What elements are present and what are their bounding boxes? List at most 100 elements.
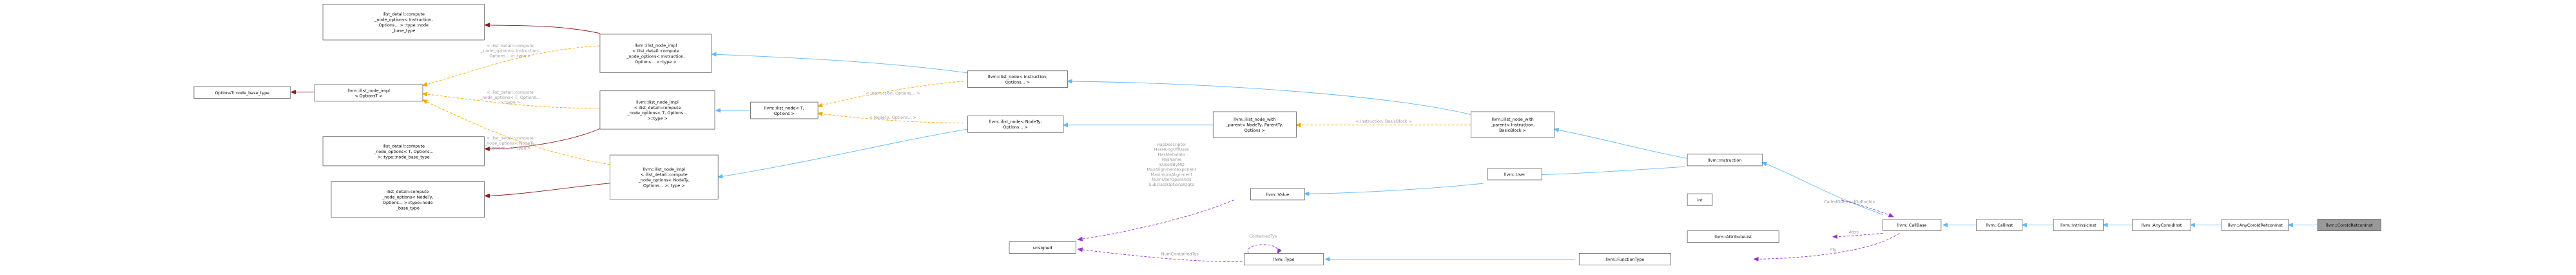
label-value-unsigned-line: MaximumAlignment — [1150, 172, 1192, 177]
node-compute-instr-node-base-label-line: Options... >::type::node — [378, 23, 429, 28]
label-node-nodety: < NodeTy, Options... > — [869, 115, 917, 120]
node-ilist-node-instr-label-line: Options... > — [1005, 79, 1030, 85]
nodes: OptionsT::node_base_type llvm::ilist_nod… — [193, 4, 2381, 265]
node-ilist-node-with-parent-instr-label-line: _parent< Instruction, — [1490, 123, 1535, 128]
node-ilist-node-instr[interactable]: llvm::ilist_node< Instruction,Options...… — [967, 70, 1068, 88]
edge-type-self — [1247, 244, 1278, 254]
node-ilist-node-with-parent-generic-label-line: llvm::ilist_node_with — [1234, 117, 1275, 122]
node-ilist-node-T[interactable]: llvm::ilist_node< T,Options > — [750, 101, 818, 119]
node-anycoroidinst-box — [2132, 219, 2191, 232]
label-instr-to-impl-line: _node_options< Instruction, — [480, 48, 539, 54]
label-unsigned-type-line: NumContainedTys — [1161, 252, 1199, 257]
node-ilist-node-impl-optionsT-label-line: < OptionsT > — [354, 94, 383, 99]
node-value[interactable]: llvm::Value — [1250, 188, 1305, 201]
node-intrinsicinst-box — [2053, 219, 2104, 232]
node-ilist-node-instr-label-line: llvm::ilist_node< Instruction, — [988, 74, 1047, 79]
node-instruction-box — [1687, 154, 1763, 167]
edge-int-to-callbase — [1841, 199, 1893, 217]
node-anycoroidinst-label-line: llvm::AnyCoroIdInst — [2141, 223, 2182, 228]
node-user-label-line: llvm::User — [1504, 172, 1525, 177]
edge-callbase-to-instruction — [1762, 163, 1883, 215]
node-intrinsicinst[interactable]: llvm::IntrinsicInst — [2053, 219, 2104, 232]
node-compute-T-node-base[interactable]: ilist_detail::compute_node_options< T, O… — [322, 136, 485, 167]
node-intrinsicinst-label-line: llvm::IntrinsicInst — [2060, 223, 2097, 228]
label-ftype-callbase: FTy — [1830, 247, 1837, 252]
node-functiontype-label-line: llvm::FunctionType — [1605, 257, 1644, 262]
node-type-box — [1244, 253, 1324, 265]
node-type[interactable]: llvm::Type — [1244, 253, 1324, 265]
node-callbase-box — [1883, 219, 1942, 232]
node-optionsT-node-base-type-box — [193, 86, 291, 99]
node-compute-T-node-base-box — [322, 136, 485, 167]
node-ilist-node-with-parent-instr-label-line: llvm::ilist_node_with — [1491, 117, 1533, 122]
node-ilist-node-nodety-label-line: Options... > — [1003, 125, 1028, 130]
node-coroidretconinst[interactable]: llvm::CoroIdRetconInst — [2317, 219, 2381, 232]
node-instruction[interactable]: llvm::Instruction — [1687, 154, 1763, 167]
node-int[interactable]: int — [1687, 193, 1713, 206]
node-attributelist-box — [1687, 230, 1779, 243]
node-unsigned[interactable]: unsigned — [1009, 241, 1076, 254]
node-ilist-node-impl-optionsT-label-line: llvm::ilist_node_impl — [347, 88, 390, 93]
node-ilist-node-nodety-box — [967, 116, 1064, 133]
node-ilist-node-nodety[interactable]: llvm::ilist_node< NodeTy,Options... > — [967, 116, 1064, 133]
node-optionsT-node-base-type-label-line: OptionsT::node_base_type — [215, 90, 270, 96]
node-anycoroidretconinst[interactable]: llvm::AnyCoroIdRetconInst — [2222, 219, 2289, 232]
node-unsigned-box — [1009, 241, 1076, 254]
node-ilist-node-T-label-line: llvm::ilist_node< T, — [764, 105, 804, 110]
edge-impl-instr-to-impl-optionsT — [423, 45, 600, 85]
edge-impl-nodety-to-impl-optionsT — [423, 100, 610, 165]
node-ilist-node-with-parent-generic-label-line: Options > — [1244, 128, 1265, 133]
node-ilist-node-impl-T-box — [599, 90, 715, 130]
node-compute-nodety-node-base[interactable]: ilist_detail::compute_node_options< Node… — [331, 181, 485, 218]
node-callinst[interactable]: llvm::CallInst — [1976, 219, 2023, 232]
edge-impl-instr-to-compute-instr — [485, 25, 601, 34]
node-anycoroidinst[interactable]: llvm::AnyCoroIdInst — [2132, 219, 2191, 232]
node-ilist-node-with-parent-generic-label-line: _parent< NodeTy, ParentTy, — [1225, 123, 1283, 128]
label-instr-to-impl: < ilist_detail::compute_node_options< In… — [480, 43, 539, 58]
node-ilist-node-impl-nodety-label-line: _node_options< NodeTy, — [638, 178, 690, 183]
edge-attributelist-to-callbase — [1833, 233, 1883, 236]
label-node-instr: < Instruction, Options... > — [866, 91, 920, 96]
label-value-unsigned-line: NumUserOperands — [1152, 177, 1192, 182]
node-optionsT-node-base-type[interactable]: OptionsT::node_base_type — [193, 86, 291, 99]
node-user-box — [1487, 168, 1542, 181]
node-compute-T-node-base-label-line: ilist_detail::compute — [383, 143, 425, 148]
node-compute-instr-node-base-label-line: _node_options< Instruction, — [374, 17, 432, 23]
node-ilist-node-impl-instr[interactable]: llvm::ilist_node_impl< ilist_detail::com… — [599, 34, 712, 73]
node-functiontype[interactable]: llvm::FunctionType — [1578, 253, 1671, 265]
node-ilist-node-impl-optionsT[interactable]: llvm::ilist_node_impl< OptionsT > — [314, 84, 423, 102]
node-ilist-node-with-parent-generic[interactable]: llvm::ilist_node_with_parent< NodeTy, Pa… — [1212, 111, 1297, 138]
node-ilist-node-with-parent-instr[interactable]: llvm::ilist_node_with_parent< Instructio… — [1471, 111, 1555, 138]
node-attributelist[interactable]: llvm::AttributeList — [1687, 230, 1779, 243]
label-with-parent: < Instruction, BasicBlock > — [1355, 119, 1412, 124]
label-value-unsigned-line: HasName — [1161, 157, 1181, 162]
node-anycoroidretconinst-box — [2222, 219, 2289, 232]
node-type-label-line: llvm::Type — [1273, 257, 1295, 262]
edge-impl-nodety-to-compute-nodety — [485, 182, 623, 196]
node-ilist-node-impl-T[interactable]: llvm::ilist_node_impl< ilist_detail::com… — [599, 90, 715, 130]
node-compute-instr-node-base[interactable]: ilist_detail::compute_node_options< Inst… — [322, 4, 485, 41]
node-user[interactable]: llvm::User — [1487, 168, 1542, 181]
node-value-label-line: llvm::Value — [1266, 192, 1290, 197]
label-value-unsigned-line: HasMetadata — [1157, 152, 1185, 157]
node-ilist-node-impl-nodety-label-line: Options... >::type > — [643, 183, 685, 188]
node-compute-nodety-node-base-label-line: _base_type — [396, 205, 420, 210]
label-value-unsigned-line: IsUsedByMD — [1159, 162, 1185, 167]
node-compute-nodety-node-base-label-line: Options... >::type::node — [383, 200, 433, 205]
node-int-label-line: int — [1697, 198, 1703, 203]
edge-node-instr-to-node-T — [818, 81, 964, 107]
node-ilist-node-with-parent-generic-box — [1212, 111, 1297, 138]
node-callbase[interactable]: llvm::CallBase — [1883, 219, 1942, 232]
node-ilist-node-impl-T-label-line: llvm::ilist_node_impl — [636, 99, 679, 105]
node-callbase-label-line: llvm::CallBase — [1897, 223, 1927, 228]
label-unsigned-type: NumContainedTys — [1161, 252, 1199, 257]
node-ilist-node-impl-instr-label-line: _node_options< Instruction, — [626, 54, 684, 59]
node-ilist-node-impl-instr-label-line: < ilist_detail::compute — [632, 48, 679, 54]
label-instr-to-impl-line: < ilist_detail::compute — [487, 43, 534, 48]
node-ilist-node-with-parent-instr-label-line: BasicBlock > — [1499, 128, 1526, 133]
node-ilist-node-impl-nodety[interactable]: llvm::ilist_node_impl< ilist_detail::com… — [609, 154, 719, 199]
node-ilist-node-T-label-line: Options > — [774, 111, 795, 116]
node-ilist-node-T-box — [750, 101, 818, 119]
label-node-nodety-line: < NodeTy, Options... > — [869, 115, 917, 120]
node-compute-T-node-base-label-line: >::type::node_base_type — [378, 154, 430, 159]
